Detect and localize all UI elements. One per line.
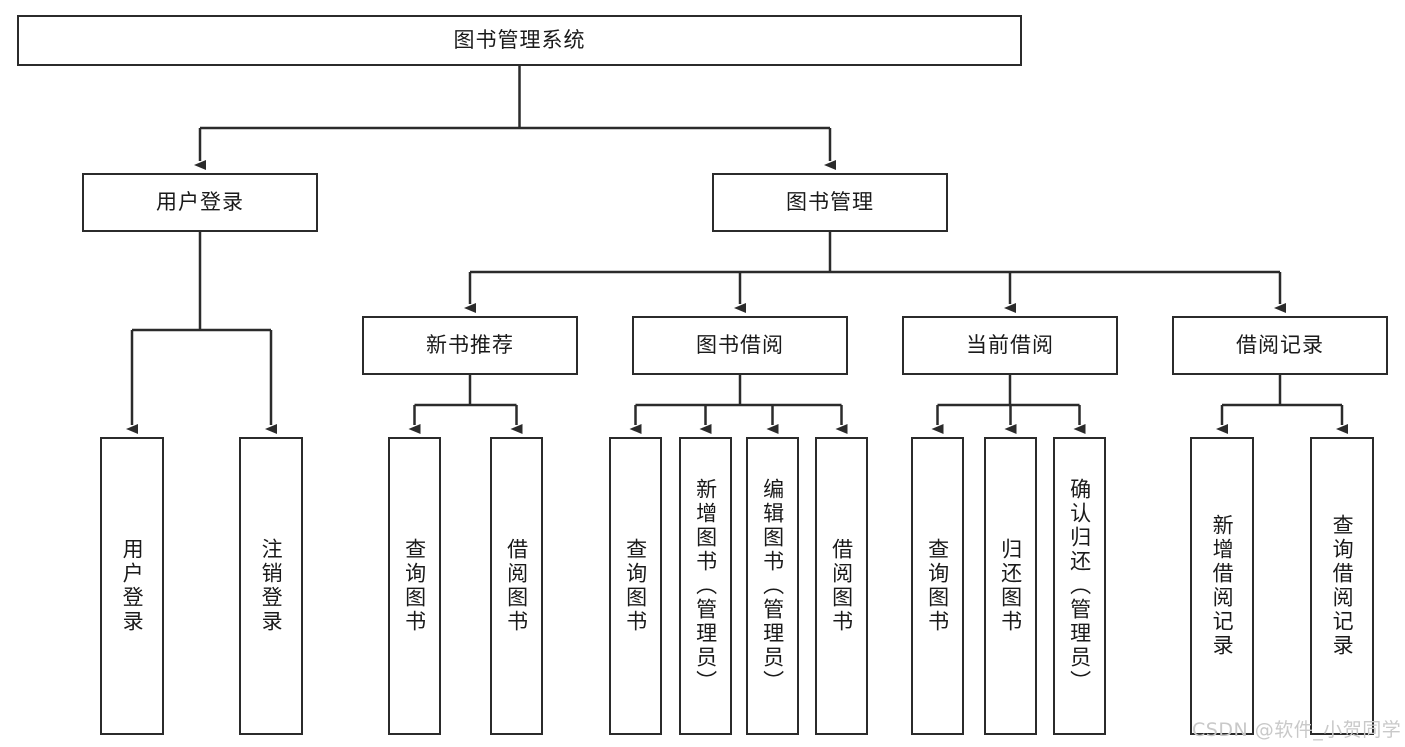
- node-leaf-confirm-return[interactable]: 确认归还（管理员）: [1053, 437, 1106, 735]
- node-label: 图书借阅: [696, 332, 784, 357]
- csdn-watermark: CSDN @软件_小贺同学: [1192, 719, 1402, 741]
- node-borrow-record[interactable]: 借阅记录: [1172, 316, 1388, 375]
- node-root[interactable]: 图书管理系统: [17, 15, 1022, 66]
- node-leaf-query-book-1[interactable]: 查询图书: [388, 437, 441, 735]
- node-label: 新书推荐: [426, 332, 514, 357]
- node-leaf-query-book-3[interactable]: 查询图书: [911, 437, 964, 735]
- node-label: 编辑图书（管理员）: [760, 478, 785, 694]
- node-label: 借阅图书: [829, 538, 854, 634]
- node-label: 查询图书: [623, 538, 648, 634]
- node-leaf-query-book-2[interactable]: 查询图书: [609, 437, 662, 735]
- node-label: 图书管理: [786, 189, 874, 214]
- node-label: 借阅图书: [504, 538, 529, 634]
- node-leaf-user-login[interactable]: 用户登录: [100, 437, 164, 735]
- node-leaf-borrow-book-2[interactable]: 借阅图书: [815, 437, 868, 735]
- node-label: 归还图书: [998, 538, 1023, 634]
- node-book-borrow[interactable]: 图书借阅: [632, 316, 848, 375]
- node-leaf-add-book[interactable]: 新增图书（管理员）: [679, 437, 732, 735]
- node-label: 图书管理系统: [453, 27, 586, 52]
- node-label: 新增图书（管理员）: [693, 478, 718, 694]
- node-label: 用户登录: [120, 538, 145, 634]
- node-current-borrow[interactable]: 当前借阅: [902, 316, 1118, 375]
- node-label: 查询图书: [925, 538, 950, 634]
- node-leaf-borrow-book-1[interactable]: 借阅图书: [490, 437, 543, 735]
- node-leaf-logout[interactable]: 注销登录: [239, 437, 303, 735]
- node-book-manage[interactable]: 图书管理: [712, 173, 948, 232]
- node-leaf-return-book[interactable]: 归还图书: [984, 437, 1037, 735]
- node-user-login[interactable]: 用户登录: [82, 173, 318, 232]
- node-label: 查询图书: [402, 538, 427, 634]
- node-label: 新增借阅记录: [1210, 514, 1235, 658]
- node-label: 确认归还（管理员）: [1067, 478, 1092, 694]
- node-new-book-rec[interactable]: 新书推荐: [362, 316, 578, 375]
- node-label: 注销登录: [259, 538, 284, 634]
- node-leaf-query-record[interactable]: 查询借阅记录: [1310, 437, 1374, 735]
- node-label: 当前借阅: [966, 332, 1054, 357]
- node-leaf-add-record[interactable]: 新增借阅记录: [1190, 437, 1254, 735]
- node-leaf-edit-book[interactable]: 编辑图书（管理员）: [746, 437, 799, 735]
- node-label: 用户登录: [156, 189, 244, 214]
- node-label: 借阅记录: [1236, 332, 1324, 357]
- node-label: 查询借阅记录: [1330, 514, 1355, 658]
